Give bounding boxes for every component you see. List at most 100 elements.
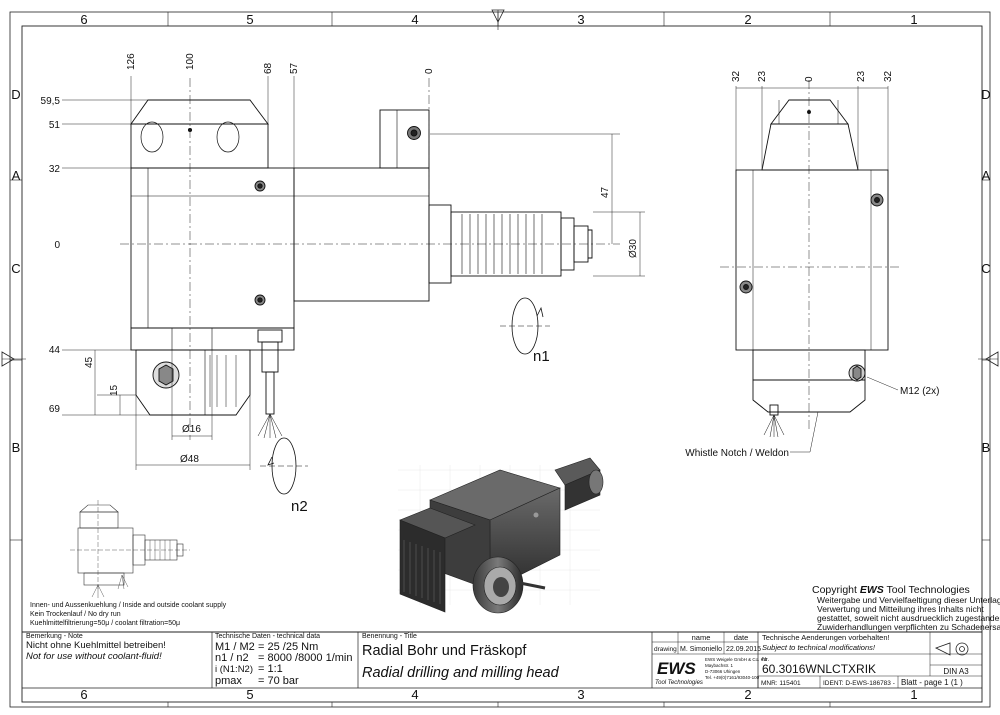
dim-0-top: 0 [424,68,435,74]
grid-row-right-C: C [981,261,990,276]
grid-col-2: 2 [744,12,751,27]
side-dim-23-left: 23 [757,70,768,82]
coolant-schematic [70,500,190,598]
change-de: Technische Aenderungen vorbehalten! [762,633,890,642]
label-n1: n1 [533,348,550,365]
copyright-line-4: Zuwiderhandlungen verpflichten zu Schade… [817,622,1000,632]
grid-col-3: 3 [577,12,584,27]
ident: IDENT: D-EWS-186783 - [823,680,895,687]
note-filtration: Kuehlmittelfiltrierung=50μ / coolant fil… [30,620,180,627]
side-dim-32-right: 32 [883,70,894,82]
side-view [735,99,889,438]
copyright-prefix: Copyright [812,584,860,596]
side-centerlines [720,80,900,430]
grid-row-B: B [12,440,21,455]
nr-label: Nr. [762,657,770,663]
copyright-brand: EWS [860,584,884,596]
copyright-suffix: Tool Technologies [884,584,970,596]
dim-44: 44 [49,345,61,356]
dim-15: 15 [109,384,120,396]
speed-value: = 8000 /8000 1/min [258,652,353,664]
dim-100: 100 [185,53,196,70]
torque-label: M1 / M2 [215,641,255,653]
front-dimensions [62,76,645,470]
grid-marker-right: A [982,168,991,183]
side-dim-32-left: 32 [731,70,742,82]
note-line-1: Nicht ohne Kuehlmittel betreiben! [26,640,166,651]
head-3d-render [398,457,604,614]
sheet-frame [1,9,999,708]
drawn-by: M. Simoniello [680,646,722,653]
dim-57: 57 [289,62,300,74]
note-coolant: Innen- und Aussenkuehlung / Inside and o… [30,602,227,609]
label-n2: n2 [291,498,308,515]
grid-row-right-D: D [981,87,990,102]
projection-symbol [934,642,969,656]
grid-col-6: 6 [80,12,87,27]
title-block-text: Bemerkung - Note Nicht ohne Kuehlmittel … [26,633,969,687]
title-de: Radial Bohr und Fräskopf [362,643,527,659]
label-m12: M12 (2x) [900,386,939,397]
title-header: Benennung - Title [362,633,417,640]
grid-col-bottom-6: 6 [80,687,87,702]
grid-col-bottom-1: 1 [910,687,917,702]
pmax-label: pmax [215,675,242,687]
grid-labels: 6 5 4 3 2 1 6 5 4 3 2 1 D C B D C B A A [11,12,990,702]
grid-col-bottom-3: 3 [577,687,584,702]
svg-text:Copyright EWS Tool Technologie: Copyright EWS Tool Technologies [812,584,970,596]
svg-text:Blatt - page 1 (1 ): Blatt - page 1 (1 ) [901,678,963,687]
title-block [22,631,982,689]
front-centerlines [120,78,620,440]
rotation-n1 [500,297,550,355]
copyright-line-2: Verwertung und Mitteilung ihres Inhalts … [817,604,984,614]
tech-header: Technische Daten - technical data [215,633,320,640]
note-dry-run: Kein Trockenlauf / No dry run [30,611,121,618]
copyright-line-1: Weitergabe und Vervielfaeltigung dieser … [817,595,1000,605]
speed-label: n1 / n2 [215,652,249,664]
grid-col-bottom-5: 5 [246,687,253,702]
copyright-line-3: gestattet, soweit nicht ausdruecklich zu… [817,613,1000,623]
note-header: Bemerkung - Note [26,633,83,640]
grid-marker-left: A [12,168,21,183]
copyright-block: Copyright EWS Tool Technologies Weiterga… [812,584,1000,632]
rotation-n2 [260,437,308,495]
dim-dia-48: Ø48 [180,454,199,465]
dim-68: 68 [263,62,274,74]
grid-col-bottom-2: 2 [744,687,751,702]
company-line-2: Maybachstr. 1 [705,663,734,668]
grid-row-right-B: B [982,440,991,455]
side-dim-23-right: 23 [856,70,867,82]
mnr: MNR: 115401 [761,680,801,687]
ews-logo-sub: Tool Technologies [655,680,703,686]
coolant-notes: Innen- und Aussenkuehlung / Inside and o… [30,602,227,627]
dim-47: 47 [600,186,611,198]
front-dim-text: 126 100 68 57 0 59,5 51 32 0 44 69 45 15… [41,53,639,465]
grid-col-4: 4 [411,12,418,27]
company-line-4: Tel. +49(0)7161/93040-100 [705,675,760,680]
ews-logo: EWS [657,659,696,678]
torque-value: = 25 /25 Nm [258,641,318,653]
sheet-value: 1 (1 ) [944,678,963,687]
sheet-label: Blatt - page [901,678,942,687]
dim-dia-30: Ø30 [628,239,639,258]
dim-51: 51 [49,120,61,131]
front-view [130,99,593,439]
label-whistle-notch: Whistle Notch / Weldon [685,448,789,459]
side-dimensions [735,86,899,453]
dim-45: 45 [84,356,95,368]
ratio-value: = 1:1 [258,663,283,675]
grid-row-C: C [11,261,20,276]
company-line-3: D-73066 Uhingen [705,669,741,674]
dim-dia-16: Ø16 [182,424,201,435]
pmax-value: = 70 bar [258,675,299,687]
side-dim-0: 0 [804,76,815,82]
grid-col-1: 1 [910,12,917,27]
note-line-2: Not for use without coolant-fluid! [26,651,162,662]
dim-32: 32 [49,164,61,175]
dim-0-left: 0 [54,240,60,251]
col-name: name [692,633,711,642]
format: DIN A3 [943,667,969,676]
title-en: Radial drilling and milling head [362,665,560,681]
drawn-date: 22.09.2015 [726,646,761,653]
